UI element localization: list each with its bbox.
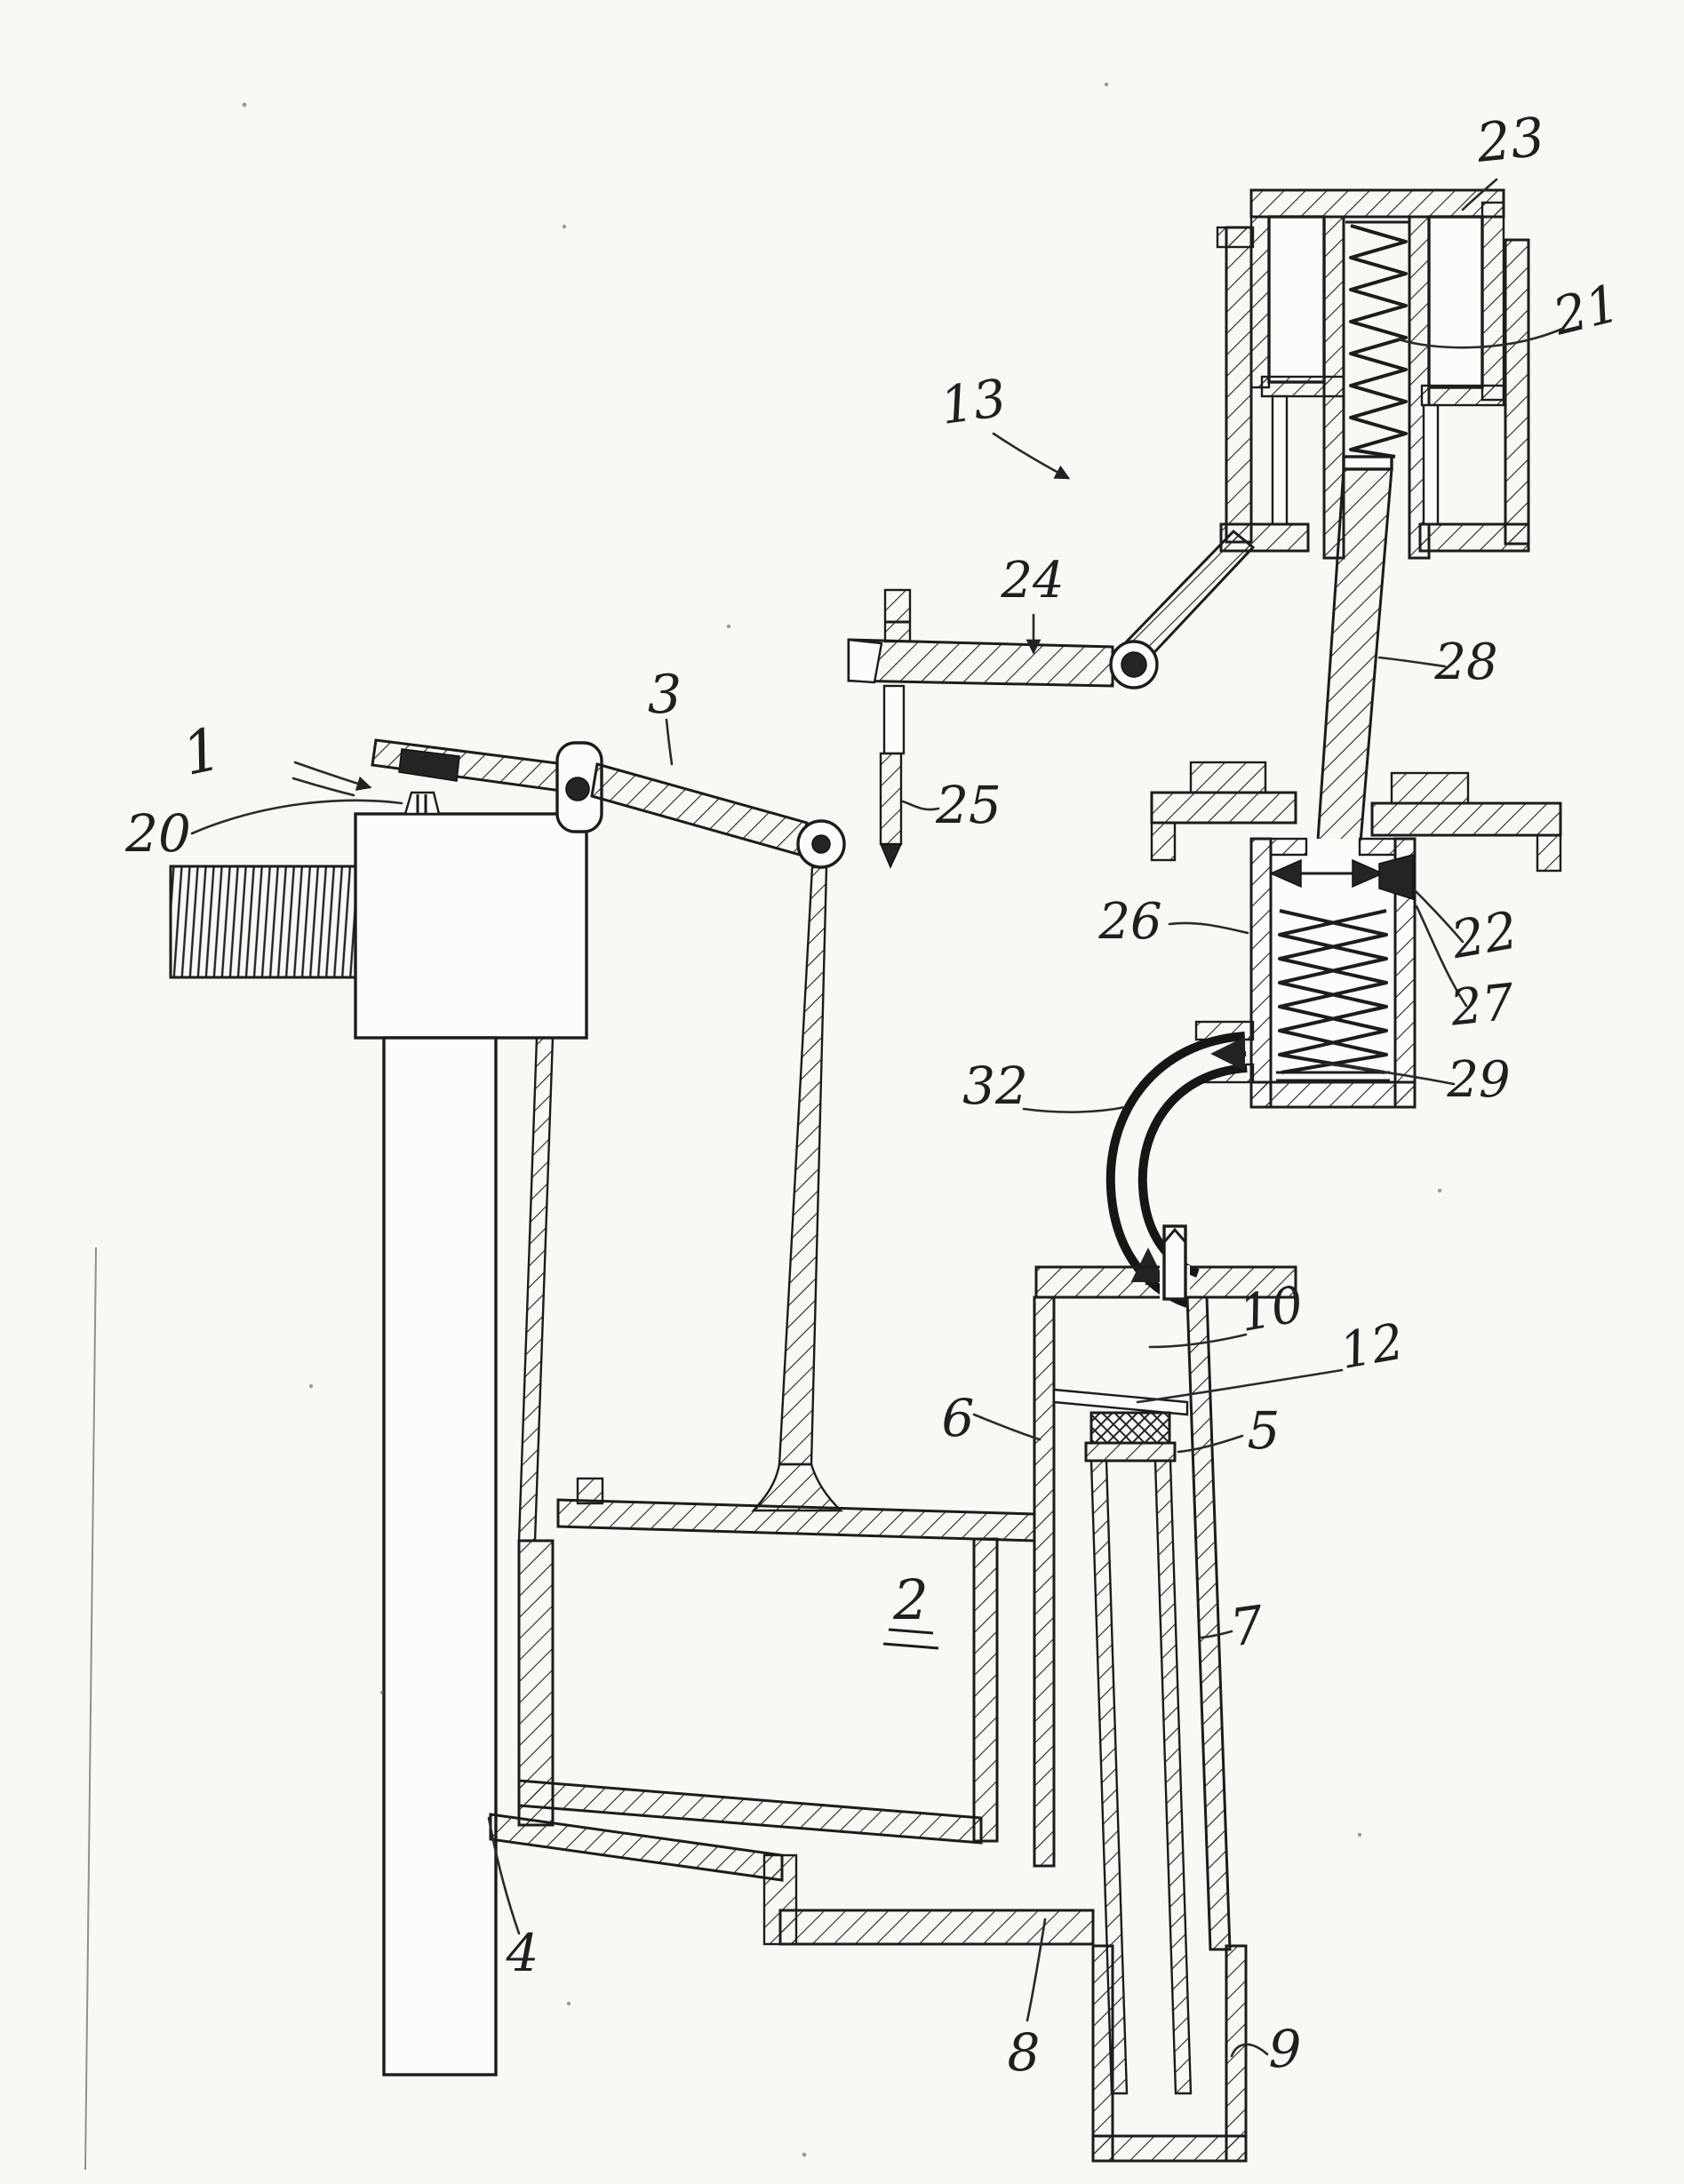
ref-label-3: 3 <box>648 664 682 726</box>
leader-27 <box>1415 905 1468 1008</box>
inner-box-right-wall <box>1480 201 1505 402</box>
valve-seat-5 <box>1084 1441 1177 1463</box>
tank-bottom <box>517 1779 983 1845</box>
ref-label-8: 8 <box>1008 2022 1041 2083</box>
inner-box-left-wall <box>1249 215 1271 389</box>
ref-label-5: 5 <box>1248 1400 1281 1461</box>
leader-7 <box>1200 1630 1233 1639</box>
set-screw-pin <box>403 791 441 816</box>
lever-sleeve <box>398 748 460 782</box>
sketch-marks <box>84 82 1442 2171</box>
ref-label-12: 12 <box>1336 1313 1408 1381</box>
right-chamber <box>1427 215 1484 389</box>
mounting-flange <box>1150 761 1562 873</box>
ref-label-2-underline <box>888 1628 934 1635</box>
leader-22 <box>1413 889 1465 944</box>
lever-tip <box>847 638 883 684</box>
ref-label-13: 13 <box>937 367 1010 436</box>
seal-22 <box>1378 854 1414 901</box>
ref-label-6: 6 <box>942 1388 975 1448</box>
valve-chamber-26 <box>1194 837 1417 1109</box>
leader-1-arrow <box>293 761 372 791</box>
chamber-left-wall <box>1249 837 1273 1109</box>
spring-27-b <box>1278 909 1388 1074</box>
ref-label-28: 28 <box>1433 634 1497 691</box>
seal-block-12 <box>1089 1411 1171 1445</box>
leader-3 <box>665 718 674 766</box>
ref-label-27: 27 <box>1447 974 1517 1038</box>
leader-lines <box>190 178 1564 2058</box>
pin-tip <box>879 843 903 869</box>
ref-label-26: 26 <box>1097 893 1161 951</box>
drop-tube-left-wall <box>1089 1459 1129 2095</box>
container-9 <box>1091 1944 1248 2163</box>
outer-shell-left <box>1225 226 1253 544</box>
leader-5 <box>1177 1434 1244 1454</box>
outer-tube-left-wall-6 <box>1033 1295 1056 1868</box>
pin-25 <box>879 588 912 869</box>
leader-4 <box>487 1816 521 1935</box>
leader-12 <box>1136 1368 1344 1404</box>
tank-assembly <box>489 1477 1095 1946</box>
float-column <box>382 1036 498 2076</box>
ref-label-10: 10 <box>1235 1276 1307 1343</box>
catch-lever <box>371 738 573 793</box>
left-chamber <box>1267 215 1326 384</box>
ref-label-24: 24 <box>1000 552 1064 610</box>
leader-28 <box>1377 656 1447 668</box>
inner-box-lid <box>1249 188 1505 219</box>
leader-32 <box>1022 1105 1127 1113</box>
leader-20 <box>190 799 403 835</box>
left-stub-wall <box>1271 395 1289 526</box>
container-right-wall <box>1225 1944 1248 2163</box>
container-bottom <box>1091 2134 1248 2163</box>
inlet-valve-assembly <box>169 738 846 2076</box>
leader-23 <box>1461 178 1498 211</box>
ref-label-25: 25 <box>935 775 1002 835</box>
valve-body-box <box>354 812 588 1040</box>
leader-6 <box>972 1413 1042 1441</box>
leader-29 <box>1322 1062 1456 1086</box>
ref-label-2-underline-2 <box>882 1642 939 1650</box>
spring-21 <box>1349 224 1408 458</box>
ref-label-2: 2 <box>892 1567 928 1632</box>
ref-label-32: 32 <box>962 1056 1028 1116</box>
right-stub-wall <box>1422 403 1440 526</box>
ref-label-9: 9 <box>1269 2019 1302 2079</box>
pilot-valve-unit <box>1216 188 1530 855</box>
center-wall-left <box>1322 215 1345 560</box>
leader-8 <box>1026 1917 1047 2022</box>
lever-bar <box>847 638 1114 688</box>
container-left-wall <box>1091 1944 1114 2163</box>
ref-label-20: 20 <box>124 803 191 864</box>
drop-tube-right-wall <box>1153 1459 1193 2095</box>
ref-label-22: 22 <box>1446 899 1521 970</box>
leader-10 <box>1148 1333 1248 1349</box>
cup-floor-10 <box>1052 1388 1189 1416</box>
leader-26 <box>1168 921 1249 935</box>
leader-25 <box>901 800 940 811</box>
float-lever-24 <box>847 529 1256 869</box>
lever-3 <box>590 762 846 869</box>
ref-label-29: 29 <box>1446 1051 1510 1109</box>
outer-shell-right <box>1504 238 1530 546</box>
duct-8 <box>778 1909 1095 1946</box>
threaded-inlet-pipe <box>169 865 357 979</box>
ref-label-23: 23 <box>1473 106 1547 175</box>
chamber-bottom <box>1249 1080 1417 1109</box>
leader-13-arrow <box>992 432 1071 480</box>
tank-right-wall <box>972 1537 999 1843</box>
leader-9 <box>1230 2043 1269 2058</box>
reference-labels: 1 20 3 13 24 25 23 21 28 22 27 29 26 32 … <box>124 106 1625 2083</box>
foot-right <box>1418 522 1530 553</box>
ref-label-4: 4 <box>506 1923 539 1983</box>
spring-plate <box>1342 455 1393 471</box>
leader-1-arrow-2 <box>291 777 355 797</box>
pivot-screw <box>565 777 590 801</box>
leader-21 <box>1397 327 1564 349</box>
